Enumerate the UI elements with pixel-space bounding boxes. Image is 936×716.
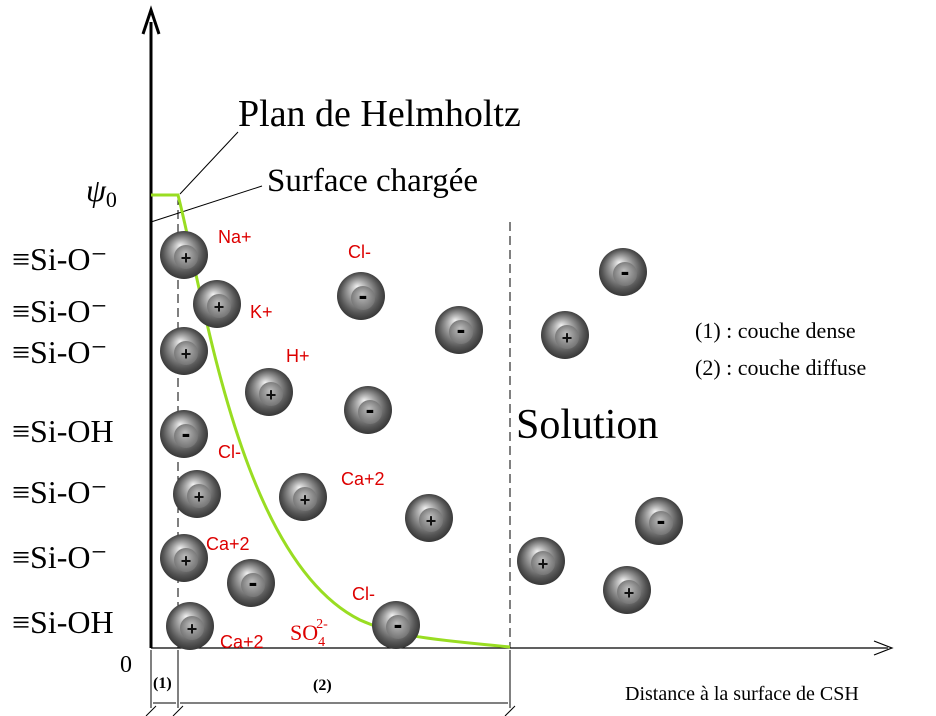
x-axis-label: Distance à la surface de CSH <box>625 683 859 705</box>
ion-label: Ca+2 <box>206 534 250 554</box>
ion-core <box>613 262 637 286</box>
cation: + <box>173 470 221 518</box>
minus-sign: - <box>249 567 258 597</box>
ion-label-sulfate: SO42- <box>290 617 328 650</box>
plus-sign: + <box>562 328 573 348</box>
x-axis-arrowhead <box>873 640 894 656</box>
ion-core <box>358 400 382 424</box>
plus-sign: + <box>624 583 635 603</box>
minus-sign: - <box>359 280 368 310</box>
ion-core <box>617 580 641 604</box>
ion-core <box>531 551 555 575</box>
cation: + <box>279 473 327 521</box>
ion-core <box>241 573 265 597</box>
plus-sign: + <box>426 511 437 531</box>
cation: + <box>517 537 565 585</box>
potential-curve <box>151 193 511 649</box>
ion-core <box>293 487 317 511</box>
ion-core <box>555 325 579 349</box>
minus-sign: - <box>182 418 191 448</box>
ion-core <box>174 341 198 365</box>
surface-group-label: ≡Si-OH <box>12 604 114 640</box>
plus-sign: + <box>214 297 225 317</box>
ion-core <box>649 511 673 535</box>
anion: - <box>344 386 392 434</box>
cation: + <box>405 494 453 542</box>
anion: - <box>635 497 683 545</box>
surface-group-label: ≡Si-O⁻ <box>12 539 107 575</box>
layer-1-label: (1) <box>153 675 172 692</box>
surface-group-label: ≡Si-O⁻ <box>12 241 107 277</box>
plus-sign: + <box>300 490 311 510</box>
surface-group-label: ≡Si-O⁻ <box>12 293 107 329</box>
helmholtz-leader <box>179 131 239 195</box>
minus-sign: - <box>394 609 403 639</box>
cation: + <box>160 534 208 582</box>
ion-core <box>207 294 231 318</box>
minus-sign: - <box>657 505 666 535</box>
ion-core <box>174 548 198 572</box>
plus-sign: + <box>194 487 205 507</box>
cation: + <box>160 327 208 375</box>
plus-sign: + <box>538 554 549 574</box>
surface-group-label: ≡Si-O⁻ <box>12 474 107 510</box>
ion-label: Cl- <box>218 442 241 462</box>
ion-label: Cl- <box>348 242 371 262</box>
cation: + <box>541 311 589 359</box>
surface-label: Surface chargée <box>267 163 478 199</box>
ion-core <box>174 424 198 448</box>
surface-groups: ≡Si-O⁻ ≡Si-O⁻ ≡Si-O⁻ ≡Si-OH ≡Si-O⁻ ≡Si-O⁻ ≡Si-… <box>12 241 114 640</box>
plus-sign: + <box>181 344 192 364</box>
anion: - <box>599 248 647 296</box>
cation: + <box>245 368 293 416</box>
anion: - <box>337 272 385 320</box>
ion-core <box>187 484 211 508</box>
ion-core <box>174 245 198 269</box>
layer-brackets <box>145 650 516 716</box>
legend-dense: (1) : couche dense <box>695 318 856 343</box>
minus-sign: - <box>621 256 630 286</box>
minus-sign: - <box>366 394 375 424</box>
layer-2-label: (2) <box>313 677 332 694</box>
ion-core <box>386 615 410 639</box>
legend-diffuse: (2) : couche diffuse <box>695 355 866 380</box>
ion-core <box>419 508 443 532</box>
solution-label: Solution <box>516 402 658 448</box>
plus-sign: + <box>181 248 192 268</box>
cation: + <box>160 231 208 279</box>
helmholtz-label: Plan de Helmholtz <box>238 93 521 135</box>
plus-sign: + <box>187 619 198 639</box>
psi-label: ψ0 <box>86 172 117 212</box>
ion-label: Ca+2 <box>341 469 385 489</box>
cation: + <box>166 602 214 650</box>
anion: - <box>372 601 420 649</box>
ion-label-ca-bottom: Ca+2 <box>220 632 264 652</box>
anion: - <box>160 410 208 458</box>
y-axis-arrowhead <box>141 5 161 35</box>
cation: + <box>603 566 651 614</box>
ion-core <box>180 616 204 640</box>
ion-label: Na+ <box>218 227 252 247</box>
surface-group-label: ≡Si-O⁻ <box>12 334 107 370</box>
anion: - <box>227 559 275 607</box>
surface-group-label: ≡Si-OH <box>12 413 114 449</box>
ions: +Na++K++-Cl-+++Ca+2-+-Cl-+H+-++Ca+2-Cl--… <box>160 227 683 650</box>
cation: + <box>193 280 241 328</box>
origin-label: 0 <box>120 652 132 678</box>
minus-sign: - <box>457 314 466 344</box>
plus-sign: + <box>266 385 277 405</box>
plus-sign: + <box>181 551 192 571</box>
ion-label: Cl- <box>352 584 375 604</box>
surface-leader <box>150 185 263 223</box>
ion-core <box>449 320 473 344</box>
ion-label: K+ <box>250 302 273 322</box>
anion: - <box>435 306 483 354</box>
ion-label: H+ <box>286 346 310 366</box>
ion-core <box>259 382 283 406</box>
ion-core <box>351 286 375 310</box>
